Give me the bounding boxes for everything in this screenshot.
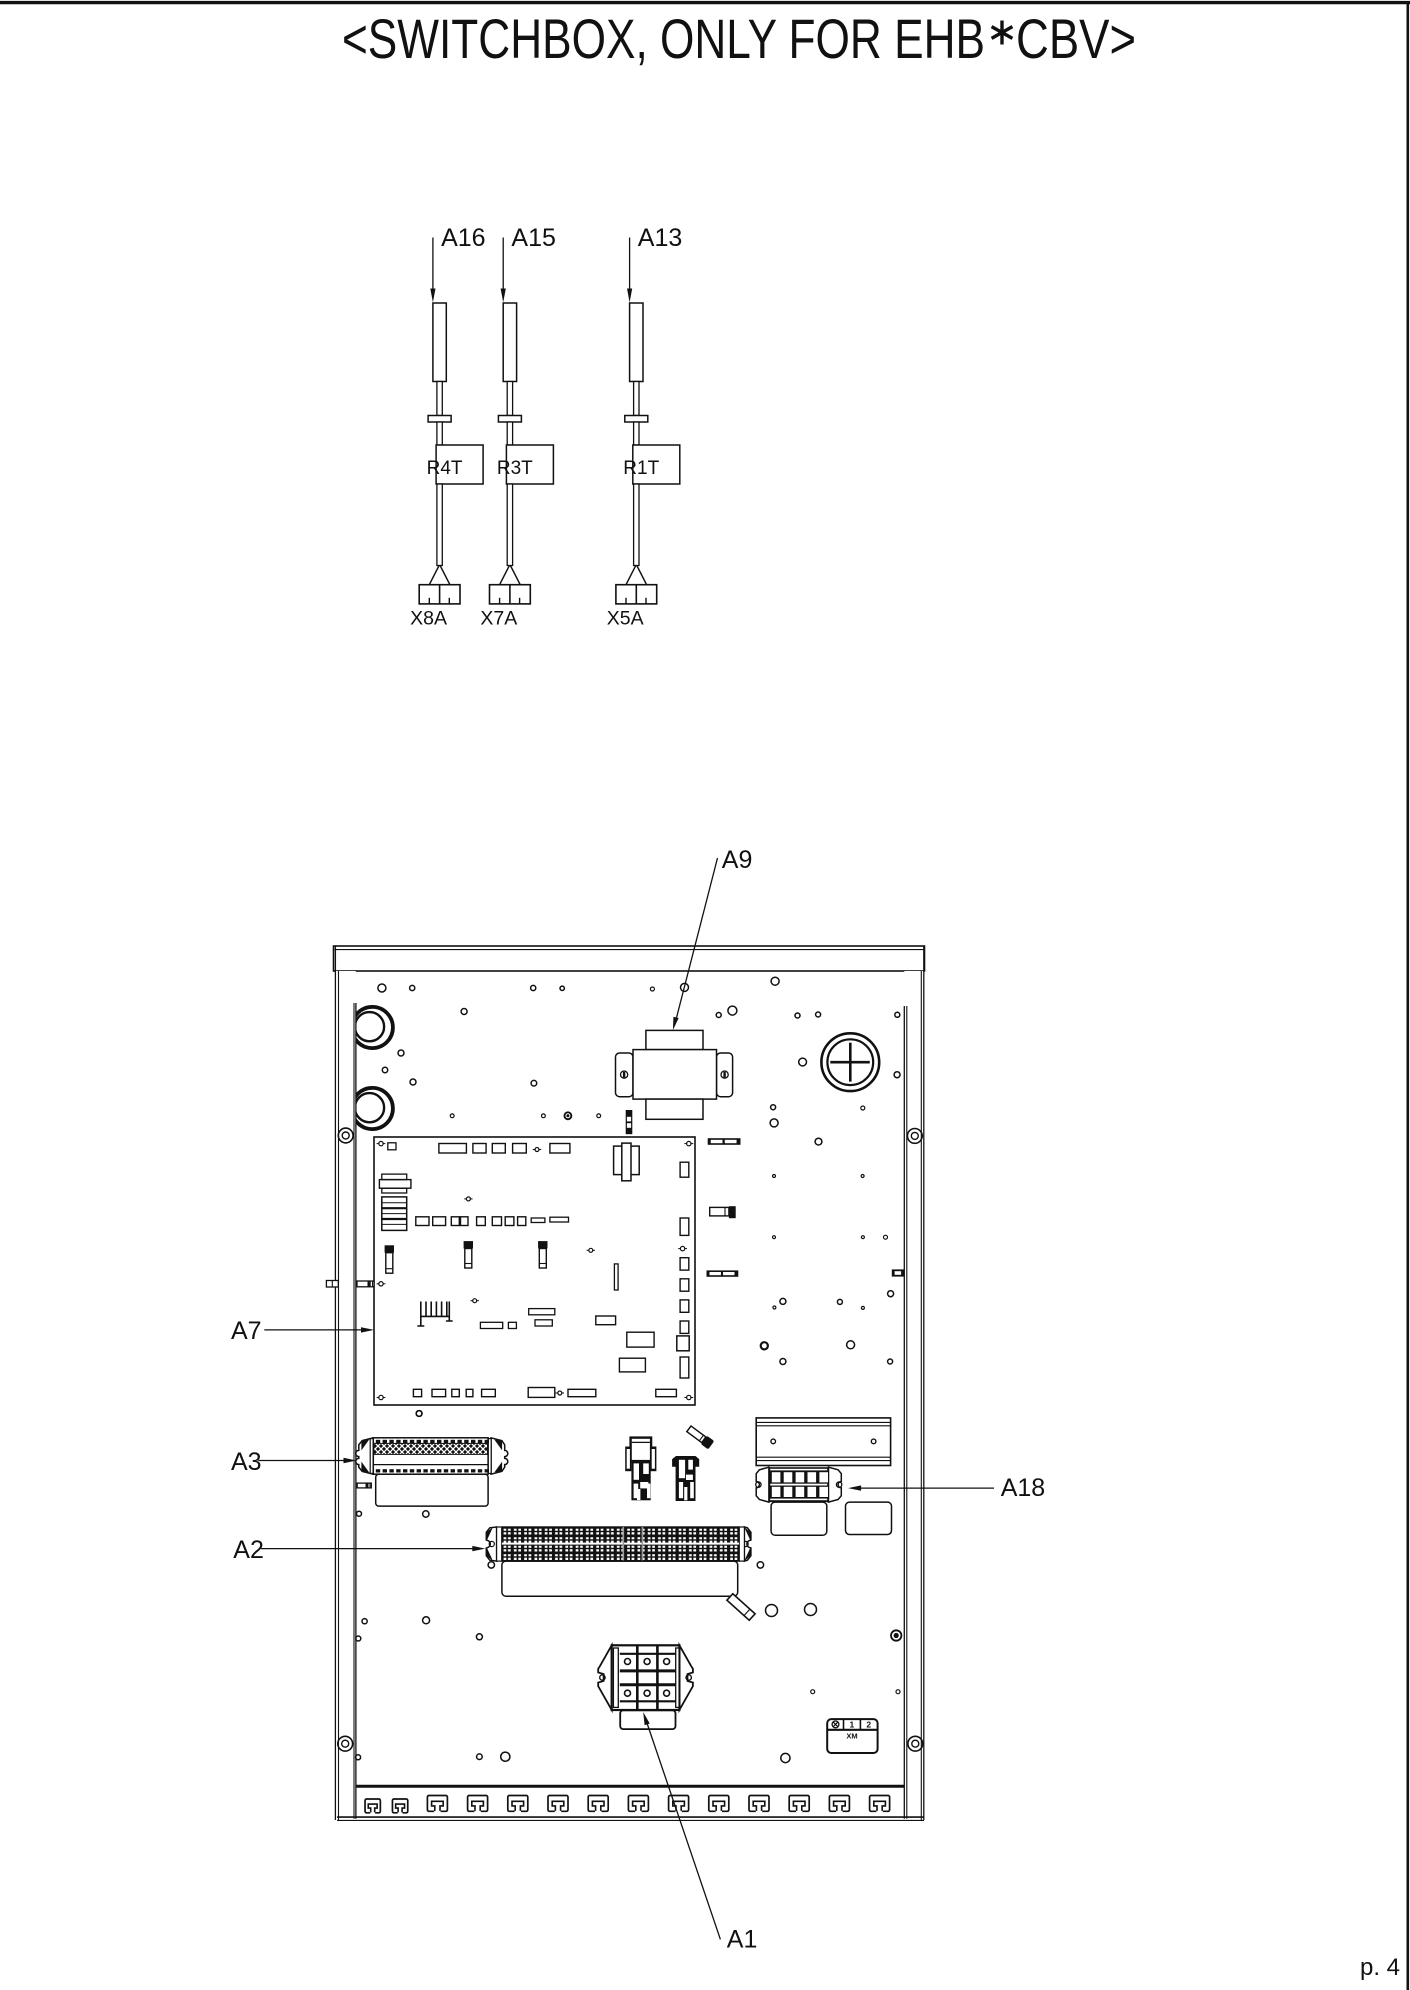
svg-text:XM: XM [846,1732,857,1741]
svg-text:A16: A16 [441,224,485,252]
svg-text:A2: A2 [233,1536,264,1564]
svg-text:R4T: R4T [427,458,463,479]
svg-text:A13: A13 [638,224,682,252]
svg-text:X8A: X8A [410,608,447,630]
svg-text:1: 1 [850,1719,855,1729]
svg-text:A7: A7 [231,1317,262,1345]
svg-text:p. 4: p. 4 [1360,1954,1400,1981]
svg-text:A18: A18 [1001,1474,1045,1502]
svg-text:R1T: R1T [623,458,659,479]
svg-text:<SWITCHBOX, ONLY FOR EHB: <SWITCHBOX, ONLY FOR EHB [342,7,985,70]
svg-text:A3: A3 [231,1448,262,1476]
svg-text:X5A: X5A [607,608,644,630]
svg-text:R3T: R3T [497,458,533,479]
svg-text:2: 2 [866,1719,871,1729]
svg-text:A9: A9 [722,846,753,874]
svg-text:X7A: X7A [480,608,517,630]
svg-text:CBV>: CBV> [1016,7,1136,70]
svg-text:A1: A1 [727,1926,758,1954]
svg-text:A15: A15 [511,224,555,252]
